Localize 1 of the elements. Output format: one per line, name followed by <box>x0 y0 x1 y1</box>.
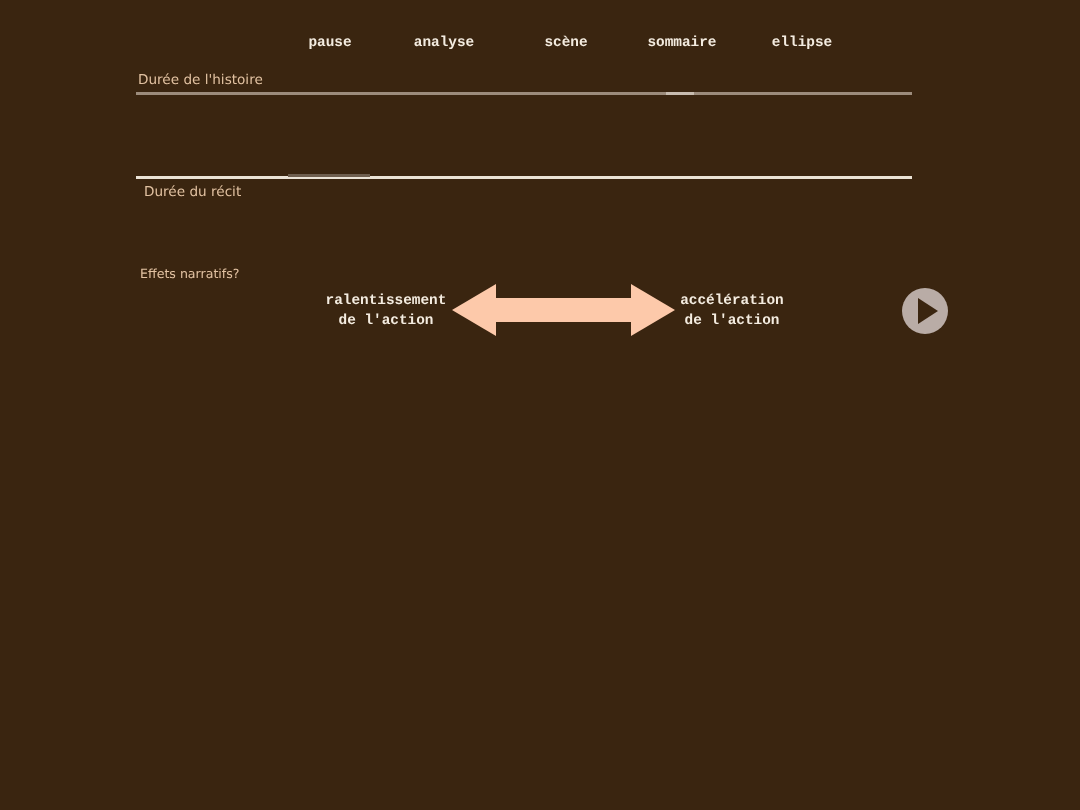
double-arrow <box>452 284 675 336</box>
